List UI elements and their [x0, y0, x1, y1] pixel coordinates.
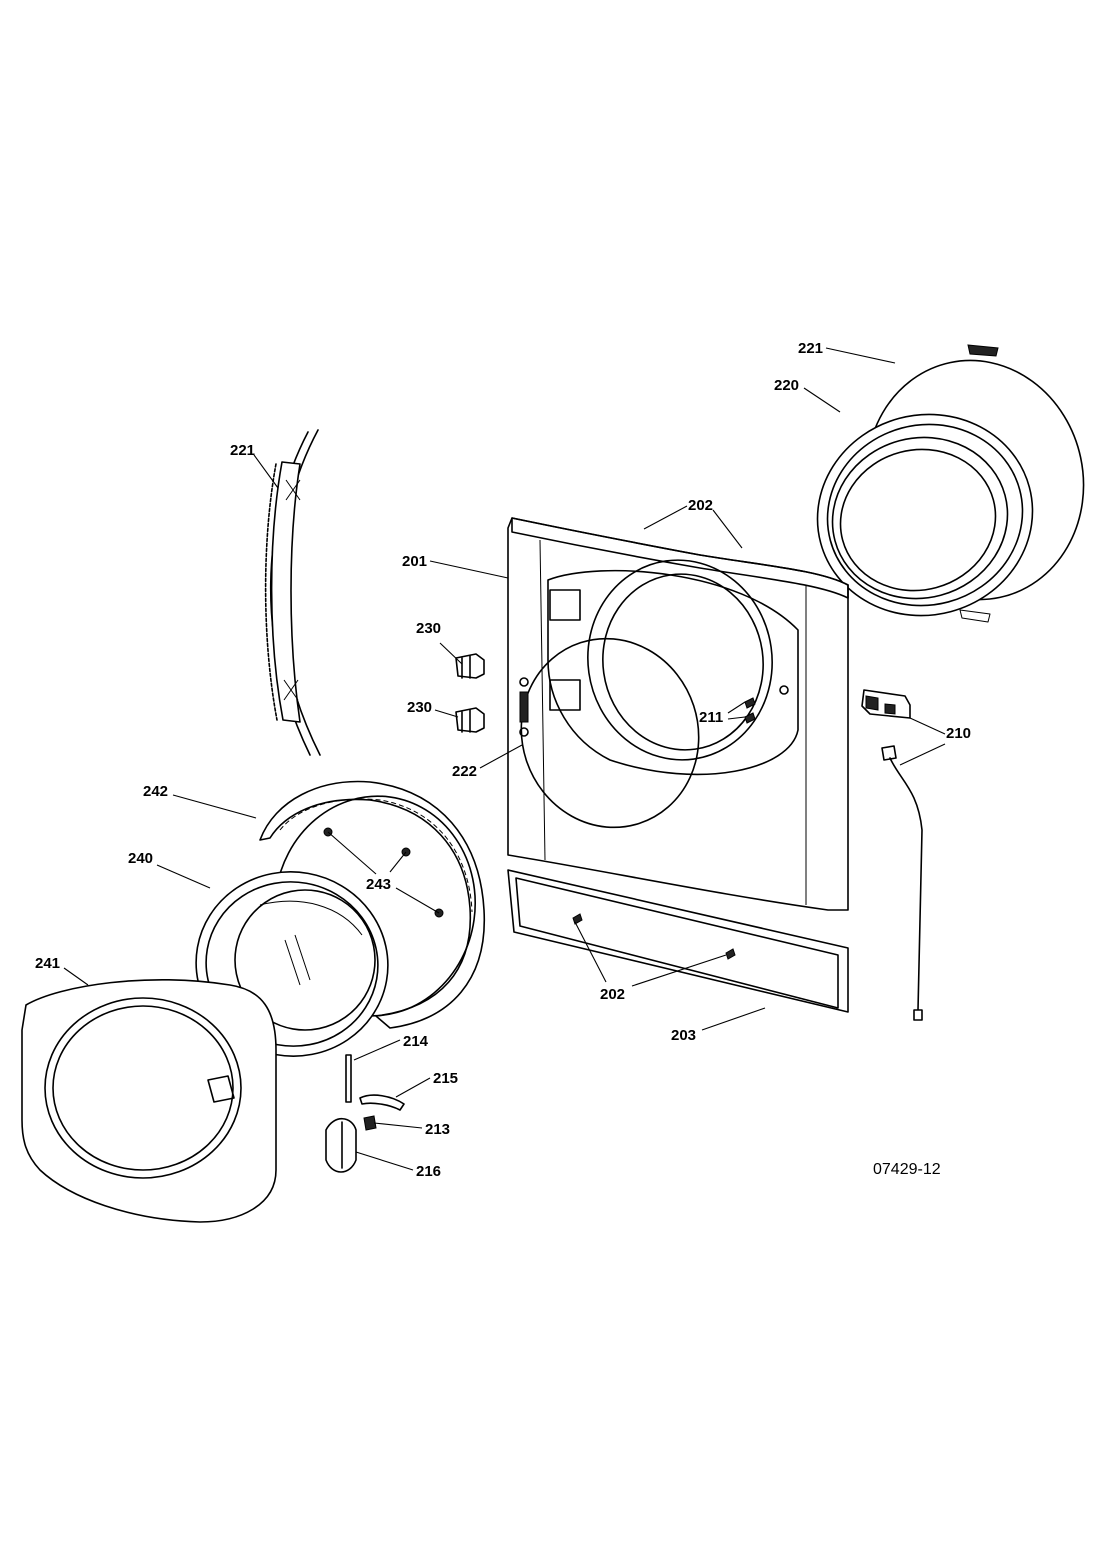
callout-221-top: 221 — [798, 340, 823, 357]
callout-230-upper: 230 — [416, 620, 441, 637]
part-220-tub-ring[interactable] — [795, 340, 1100, 639]
part-210-door-lock[interactable] — [861, 689, 923, 1021]
callout-240: 240 — [128, 850, 153, 867]
callout-211: 211 — [699, 709, 723, 726]
callout-labels: 221 220 221 202 201 230 230 211 210 222 … — [35, 340, 971, 1180]
part-214-latch-pin[interactable] — [345, 1054, 352, 1103]
callout-220: 220 — [774, 377, 799, 394]
callout-202-bottom: 202 — [600, 986, 625, 1003]
callout-221-left: 221 — [230, 442, 255, 459]
callout-215: 215 — [433, 1070, 458, 1087]
part-213-latch-hook[interactable] — [363, 1115, 377, 1131]
callout-216: 216 — [416, 1163, 441, 1180]
callout-222: 222 — [452, 763, 477, 780]
part-201-front-panel[interactable] — [507, 517, 849, 911]
callout-213: 213 — [425, 1121, 450, 1138]
part-203-kick-panel[interactable] — [507, 869, 849, 1013]
part-230-hinge-lower[interactable] — [455, 707, 485, 733]
callout-202-top: 202 — [688, 497, 713, 514]
callout-242: 242 — [143, 783, 168, 800]
part-222-clamp-ring[interactable] — [497, 615, 723, 850]
part-221-gasket-segment[interactable] — [264, 429, 321, 756]
part-230-hinge-upper[interactable] — [455, 653, 485, 679]
part-215-latch-spring[interactable] — [359, 1094, 405, 1111]
callout-243: 243 — [366, 876, 391, 893]
callout-241: 241 — [35, 955, 60, 972]
diagram-reference-code: 07429-12 — [873, 1161, 941, 1178]
part-240-door-glass[interactable] — [181, 857, 402, 1072]
part-241-outer-door[interactable] — [21, 978, 277, 1223]
part-211-screws[interactable] — [744, 697, 756, 724]
callout-210: 210 — [946, 725, 971, 742]
leader-lines — [63, 347, 946, 1171]
callout-203: 203 — [671, 1027, 696, 1044]
callout-230-lower: 230 — [407, 699, 432, 716]
callout-214: 214 — [403, 1033, 429, 1050]
part-216-door-handle[interactable] — [325, 1117, 357, 1173]
callout-201: 201 — [402, 553, 427, 570]
